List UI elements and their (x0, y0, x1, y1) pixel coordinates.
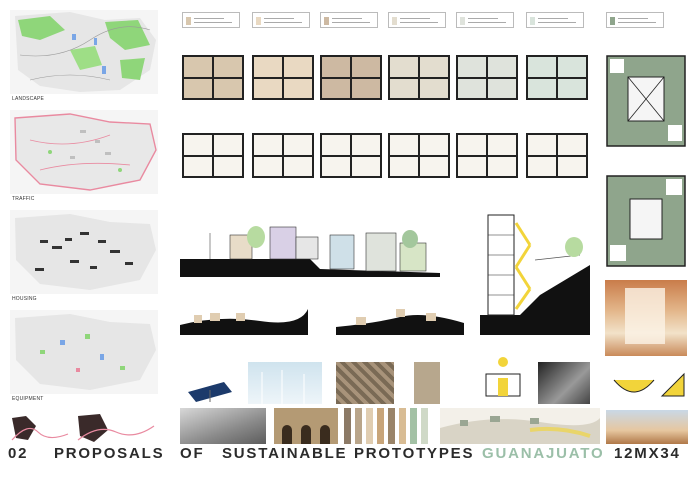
floor-plan (526, 55, 588, 100)
title-proposals: PROPOSALS (54, 445, 165, 462)
legend-swatch (530, 17, 535, 25)
aerial-photo (180, 408, 266, 444)
plan-wall (528, 155, 586, 157)
well-section (480, 352, 526, 398)
courtyard-plan-upper (606, 175, 686, 267)
plan-wall (254, 155, 312, 157)
legend-line (538, 18, 568, 19)
plan-wall (322, 155, 380, 157)
plan-wall (458, 77, 516, 79)
floor-plan (182, 133, 244, 178)
map-traffic (10, 110, 158, 194)
legend-line (468, 22, 506, 23)
floor-plan (526, 133, 588, 178)
plan-wall (458, 155, 516, 157)
palette-stripe (410, 408, 417, 444)
map-label-landscape: LANDSCAPE (12, 96, 45, 102)
tower-section (480, 205, 590, 335)
map-landscape (10, 10, 158, 94)
plan-wall (184, 155, 242, 157)
floor-plan (388, 133, 450, 178)
legend-line (264, 18, 294, 19)
palette-stripe (421, 408, 428, 444)
legend-line (618, 22, 656, 23)
render-photo (606, 410, 688, 444)
title-of: OF (180, 445, 205, 462)
plan-wall (322, 77, 380, 79)
floor-plan (320, 133, 382, 178)
plan-wall (390, 77, 448, 79)
legend-line (468, 18, 498, 19)
sun-diagram (606, 360, 688, 406)
legend-swatch (256, 17, 261, 25)
title-number: 02 (8, 445, 29, 462)
street-section (180, 215, 440, 277)
legend-box (252, 12, 310, 28)
interior-photo (605, 280, 687, 356)
legend-line (400, 22, 438, 23)
title-code: 12MX34 (614, 445, 681, 462)
courtyard-plan-ground (606, 55, 686, 147)
legend-line (618, 18, 648, 19)
legend-box (182, 12, 240, 28)
city-model (440, 408, 600, 444)
legend-line (194, 18, 224, 19)
legend-swatch (392, 17, 397, 25)
legend-box (456, 12, 514, 28)
title-guanajuato: GUANAJUATO (482, 445, 605, 462)
legend-box (320, 12, 378, 28)
plan-wall (528, 77, 586, 79)
palette-stripe (377, 408, 384, 444)
map-equipment (10, 310, 158, 394)
color-palette (344, 408, 436, 444)
terrain-section-1 (180, 305, 308, 335)
map-housing (10, 210, 158, 294)
stone-wall-photo (336, 362, 394, 404)
map-label-housing: HOUSING (12, 296, 37, 302)
floor-plan (182, 55, 244, 100)
legend-swatch (324, 17, 329, 25)
plan-wall (254, 77, 312, 79)
solar-panel-photo (180, 362, 238, 404)
map-label-traffic: TRAFFIC (12, 196, 35, 202)
palette-stripe (399, 408, 406, 444)
title-prototypes: PROTOTYPES (354, 445, 475, 462)
legend-line (264, 22, 302, 23)
legend-line (538, 22, 576, 23)
floor-plan (252, 55, 314, 100)
legend-line (332, 18, 362, 19)
plan-wall (390, 155, 448, 157)
bw-photo (538, 362, 590, 404)
material-photo (414, 362, 440, 404)
legend-line (332, 22, 370, 23)
legend-swatch (186, 17, 191, 25)
plan-wall (184, 77, 242, 79)
legend-line (400, 18, 430, 19)
legend-swatch (610, 17, 615, 25)
legend-line (194, 22, 232, 23)
wind-turbine-photo (248, 362, 322, 404)
title-sustainable: SUSTAINABLE (222, 445, 348, 462)
floor-plan (388, 55, 450, 100)
legend-swatch (460, 17, 465, 25)
palette-stripe (366, 408, 373, 444)
legend-box (606, 12, 664, 28)
terrain-section-2 (336, 305, 464, 335)
circulation-diagram (8, 412, 158, 444)
floor-plan (320, 55, 382, 100)
palette-stripe (388, 408, 395, 444)
palette-stripe (355, 408, 362, 444)
palette-stripe (344, 408, 351, 444)
arches-photo (274, 408, 338, 444)
legend-box (526, 12, 584, 28)
map-label-equipment: EQUIPMENT (12, 396, 44, 402)
floor-plan (456, 55, 518, 100)
floor-plan (456, 133, 518, 178)
legend-box (388, 12, 446, 28)
floor-plan (252, 133, 314, 178)
